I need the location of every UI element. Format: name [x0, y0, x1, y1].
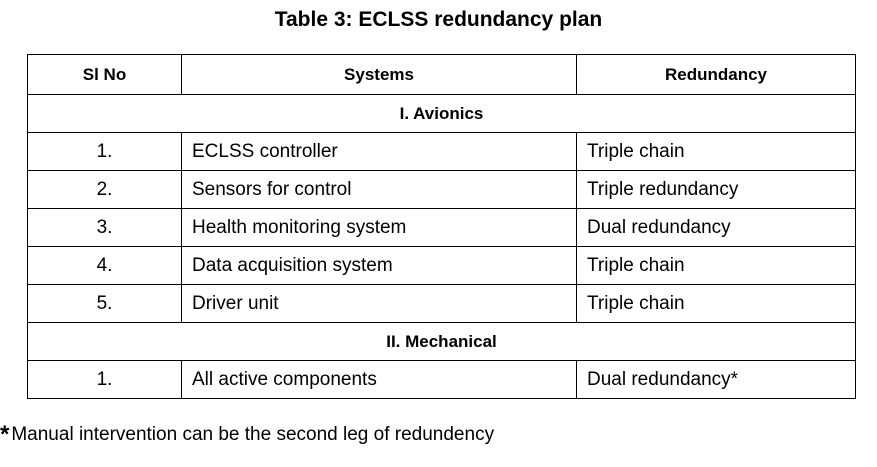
section-row-mechanical: II. Mechanical — [27, 322, 856, 361]
row-system: Driver unit — [181, 284, 577, 323]
row-redundancy: Triple chain — [576, 246, 856, 285]
row-redundancy: Triple chain — [576, 132, 856, 171]
row-system: Health monitoring system — [181, 208, 577, 247]
section-row-avionics: I. Avionics — [27, 94, 856, 133]
header-redundancy: Redundancy — [576, 54, 856, 95]
redundancy-table: Sl No Systems Redundancy I. Avionics 1. … — [27, 54, 856, 399]
row-redundancy: Triple chain — [576, 284, 856, 323]
table-row: 2. Sensors for control Triple redundancy — [27, 170, 856, 209]
table-row: 5. Driver unit Triple chain — [27, 284, 856, 323]
footnote-text: Manual intervention can be the second le… — [11, 424, 495, 445]
footnote-marker: * — [0, 421, 10, 448]
row-number: 5. — [27, 284, 182, 323]
section-title: I. Avionics — [27, 94, 856, 133]
row-number: 1. — [27, 360, 182, 399]
header-row: Sl No Systems Redundancy — [27, 54, 856, 95]
table-row: 1. ECLSS controller Triple chain — [27, 132, 856, 171]
row-redundancy: Dual redundancy* — [576, 360, 856, 399]
table-caption: Table 3: ECLSS redundancy plan — [274, 8, 603, 31]
row-system: Sensors for control — [181, 170, 577, 209]
row-redundancy: Dual redundancy — [576, 208, 856, 247]
row-redundancy: Triple redundancy — [576, 170, 856, 209]
row-system: All active components — [181, 360, 577, 399]
row-system: Data acquisition system — [181, 246, 577, 285]
row-number: 3. — [27, 208, 182, 247]
section-title: II. Mechanical — [27, 322, 856, 361]
footnote: *Manual intervention can be the second l… — [0, 420, 494, 450]
row-system: ECLSS controller — [181, 132, 577, 171]
row-number: 2. — [27, 170, 182, 209]
header-systems: Systems — [181, 54, 577, 95]
row-number: 1. — [27, 132, 182, 171]
table-row: 1. All active components Dual redundancy… — [27, 360, 856, 399]
table-row: 4. Data acquisition system Triple chain — [27, 246, 856, 285]
header-sl-no: Sl No — [27, 54, 182, 95]
row-number: 4. — [27, 246, 182, 285]
table-row: 3. Health monitoring system Dual redunda… — [27, 208, 856, 247]
